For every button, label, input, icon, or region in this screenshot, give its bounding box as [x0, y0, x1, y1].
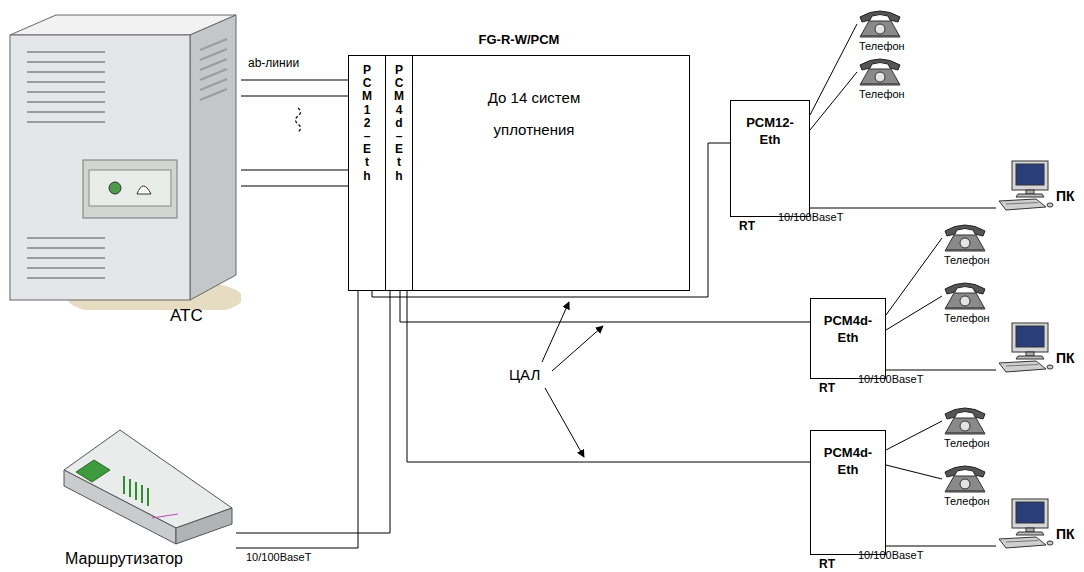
node-tag: RT	[739, 219, 755, 233]
node-label: PCM4d-Eth	[817, 445, 879, 479]
telephone-icon	[942, 463, 988, 493]
card-label: PCM12–Eth	[362, 64, 373, 183]
connector-line	[886, 296, 942, 330]
telephone-icon	[857, 56, 903, 86]
node-label: Телефон	[942, 437, 992, 449]
exchange-illustration	[5, 10, 241, 310]
connector-line	[241, 170, 349, 171]
edge-label-holder: 10/100BaseT	[858, 549, 923, 561]
computer-icon	[996, 160, 1054, 212]
remote-terminal: PCM4d-EthRT	[810, 298, 886, 379]
router-node: Маршрутизатор	[60, 418, 236, 570]
node-label: PCM4d-Eth	[817, 313, 879, 347]
telephone-icon	[942, 222, 988, 252]
telephone: Телефон	[942, 222, 992, 266]
connector-line	[241, 186, 349, 187]
line-card: PCM12–Eth	[349, 56, 386, 290]
telephone: Телефон	[942, 280, 992, 324]
node-tag: RT	[819, 557, 835, 571]
node-label: ПК	[1056, 350, 1075, 366]
computer: ПК	[996, 322, 1054, 374]
connector-line	[886, 238, 942, 315]
edge-label: 10/100BaseT	[858, 549, 923, 561]
edge-label: ab-линии	[248, 56, 299, 70]
computer-icon	[996, 322, 1054, 374]
node-tag-holder: RT	[819, 381, 835, 395]
edge-label: 10/100BaseT	[858, 373, 923, 385]
remote-terminal: PCM12-EthRT	[730, 100, 810, 217]
node-label: Телефон	[942, 495, 992, 507]
connector-line	[407, 290, 810, 462]
callout-label-holder: ЦАЛ	[508, 366, 541, 383]
node-label: ПК	[1056, 526, 1075, 542]
node-label-holder: ПК	[1056, 188, 1075, 204]
node-tag-holder: RT	[819, 557, 835, 571]
node-tag: RT	[819, 381, 835, 395]
node-label-holder: ПК	[1056, 526, 1075, 542]
connector-line	[810, 72, 857, 130]
node-body-holder: До 14 систем уплотнения	[459, 82, 609, 146]
connector-line	[236, 290, 358, 548]
node-label: Маршрутизатор	[65, 550, 183, 568]
connector-line	[886, 465, 942, 479]
node-label-holder: АТС	[170, 306, 203, 326]
edge-label-holder: ab-линии	[248, 56, 299, 70]
line-card: PCM4d–Eth	[386, 56, 413, 290]
telephone: Телефон	[942, 405, 992, 449]
telephone: Телефон	[942, 463, 992, 507]
node-label: Телефон	[942, 312, 992, 324]
node-label: ПК	[1056, 188, 1075, 204]
connector-line	[400, 290, 810, 322]
telephone: Телефон	[857, 56, 907, 100]
connector-line	[241, 80, 349, 81]
node-heading: FG-R-W/PCM	[479, 32, 560, 47]
node-label-holder: Маршрутизатор	[65, 550, 183, 568]
computer: ПК	[996, 160, 1054, 212]
edge-label-holder: 10/100BaseT	[246, 551, 311, 563]
connector-line	[886, 421, 942, 450]
edge-label-holder: 10/100BaseT	[778, 211, 843, 223]
remote-terminal: PCM4d-EthRT	[810, 430, 886, 555]
multiplexer-frame: FG-R-W/PCMДо 14 систем уплотненияPCM12–E…	[348, 55, 690, 291]
ab-line-ellipsis	[296, 108, 301, 132]
node-label: АТС	[170, 306, 203, 326]
exchange-node: АТС	[5, 10, 241, 332]
node-label: Телефон	[857, 40, 907, 52]
telephone-icon	[857, 8, 903, 38]
connector-line	[236, 290, 390, 533]
card-label: PCM4d–Eth	[394, 64, 405, 183]
computer-icon	[996, 498, 1054, 550]
connector-line	[241, 96, 349, 97]
computer: ПК	[996, 498, 1054, 550]
node-label-holder: ПК	[1056, 350, 1075, 366]
node-label: Телефон	[857, 88, 907, 100]
callout-label: ЦАЛ	[508, 366, 541, 383]
edge-label: 10/100BaseT	[778, 211, 843, 223]
node-tag-holder: RT	[739, 219, 755, 233]
router-illustration	[60, 418, 236, 548]
node-body: До 14 систем уплотнения	[459, 82, 609, 146]
node-label: PCM12-Eth	[737, 115, 803, 149]
leader-arrows	[542, 302, 603, 457]
node-label: Телефон	[942, 254, 992, 266]
telephone: Телефон	[857, 8, 907, 52]
telephone-icon	[942, 405, 988, 435]
node-heading-holder: FG-R-W/PCM	[349, 30, 689, 48]
telephone-icon	[942, 280, 988, 310]
edge-label-holder: 10/100BaseT	[858, 373, 923, 385]
edge-label: 10/100BaseT	[246, 551, 311, 563]
